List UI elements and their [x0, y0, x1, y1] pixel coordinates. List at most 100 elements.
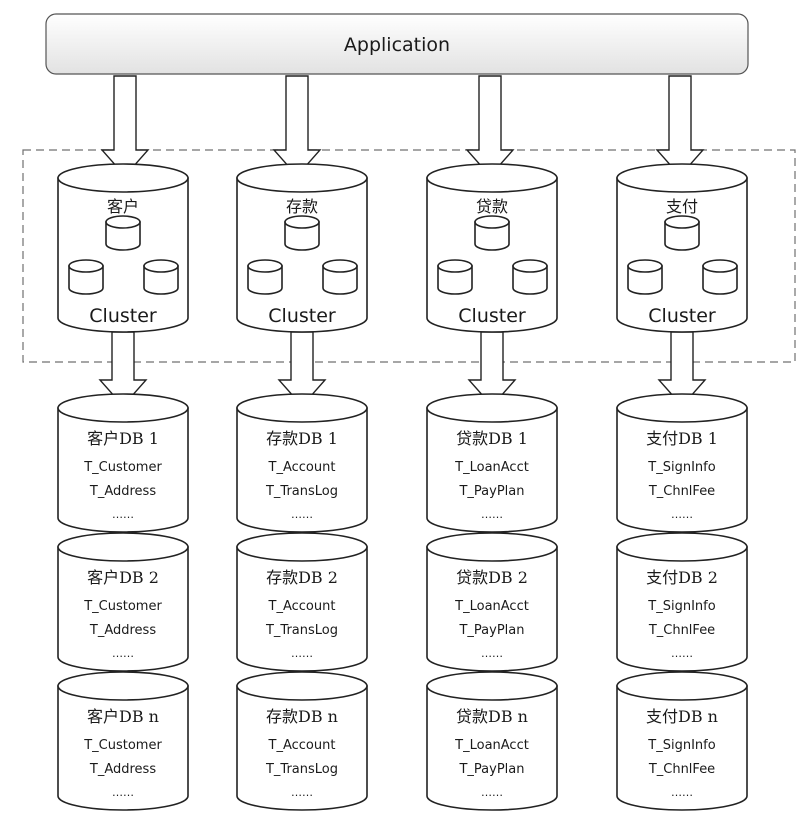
cluster-name: 贷款 — [476, 197, 508, 216]
table-name: T_SignInfo — [647, 599, 715, 614]
down-arrow-icon — [467, 331, 517, 408]
db-cylinder-body — [236, 407, 368, 533]
node-icon-body — [627, 265, 663, 295]
node-icon-body — [247, 265, 283, 295]
table-name: T_ChnlFee — [648, 762, 715, 777]
node-icon-top — [247, 259, 283, 273]
db-cylinder: 存款DB 1T_AccountT_TransLog…… — [236, 393, 368, 533]
table-name: T_LoanAcct — [454, 738, 529, 753]
node-icon — [437, 259, 473, 295]
node-icon-top — [664, 215, 700, 229]
cluster-label: Cluster — [268, 305, 336, 327]
db-cylinder-top — [616, 671, 748, 701]
table-name: T_SignInfo — [647, 738, 715, 753]
node-icon-top — [68, 259, 104, 273]
node-icon-top — [322, 259, 358, 273]
table-name: T_Account — [268, 460, 336, 475]
node-icon — [474, 215, 510, 251]
table-name: T_ChnlFee — [648, 484, 715, 499]
arrows-layer — [98, 75, 707, 408]
db-title: 客户DB n — [87, 707, 159, 726]
node-icon-top — [143, 259, 179, 273]
table-name: T_Address — [89, 762, 156, 777]
db-cylinder-top — [57, 532, 189, 562]
node-icon-top — [474, 215, 510, 229]
node-icon-top — [512, 259, 548, 273]
node-icon-body — [322, 265, 358, 295]
down-arrow-icon — [657, 331, 707, 408]
down-arrow-icon — [98, 331, 148, 408]
cluster-label: Cluster — [458, 305, 526, 327]
ellipsis-more: …… — [291, 647, 313, 660]
table-name: T_PayPlan — [458, 762, 524, 777]
cluster-4-top — [616, 163, 748, 193]
node-icon — [105, 215, 141, 251]
db-cylinder-top — [426, 671, 558, 701]
table-name: T_Account — [268, 599, 336, 614]
db-title: 存款DB 2 — [266, 568, 338, 587]
ellipsis-more: …… — [481, 786, 503, 799]
cluster-name: 存款 — [286, 197, 318, 216]
db-cylinder-body — [426, 546, 558, 672]
db-title: 贷款DB 1 — [456, 429, 528, 448]
node-icon-top — [627, 259, 663, 273]
ellipsis-more: …… — [671, 647, 693, 660]
node-icon-body — [437, 265, 473, 295]
application-label: Application — [344, 34, 450, 56]
table-name: T_Address — [89, 623, 156, 638]
table-name: T_TransLog — [265, 762, 338, 777]
table-name: T_ChnlFee — [648, 623, 715, 638]
db-cylinder-body — [57, 685, 189, 811]
node-icon-body — [664, 221, 700, 251]
ellipsis-more: …… — [291, 508, 313, 521]
db-title: 存款DB 1 — [266, 429, 338, 448]
node-icon — [284, 215, 320, 251]
db-cylinder-body — [616, 546, 748, 672]
db-cylinder-body — [57, 546, 189, 672]
db-cylinder-top — [616, 393, 748, 423]
table-name: T_Customer — [83, 599, 162, 614]
cluster-2: 存款 Cluster — [236, 163, 368, 333]
db-cylinder-top — [426, 532, 558, 562]
db-cylinder: 支付DB 2T_SignInfoT_ChnlFee…… — [616, 532, 748, 672]
ellipsis-more: …… — [291, 786, 313, 799]
down-arrow-icon — [465, 75, 515, 178]
db-title: 支付DB 1 — [646, 429, 718, 448]
db-title: 客户DB 2 — [87, 568, 159, 587]
table-name: T_PayPlan — [458, 484, 524, 499]
cluster-2-top — [236, 163, 368, 193]
db-cylinder-top — [236, 532, 368, 562]
table-name: T_LoanAcct — [454, 460, 529, 475]
db-cylinder-top — [426, 393, 558, 423]
cluster-label: Cluster — [648, 305, 716, 327]
db-cylinder-top — [236, 393, 368, 423]
table-name: T_PayPlan — [458, 623, 524, 638]
ellipsis-more: …… — [671, 786, 693, 799]
db-cylinder-body — [426, 407, 558, 533]
node-icon-body — [105, 221, 141, 251]
node-icon — [512, 259, 548, 295]
db-cylinder: 贷款DB nT_LoanAcctT_PayPlan…… — [426, 671, 558, 811]
node-icon-body — [474, 221, 510, 251]
db-title: 存款DB n — [266, 707, 338, 726]
db-cylinder-body — [236, 685, 368, 811]
db-title: 贷款DB 2 — [456, 568, 528, 587]
node-icon-body — [512, 265, 548, 295]
table-name: T_TransLog — [265, 623, 338, 638]
node-icon — [627, 259, 663, 295]
ellipsis-more: …… — [481, 647, 503, 660]
node-icon-body — [143, 265, 179, 295]
down-arrow-icon — [655, 75, 705, 178]
node-icon-body — [284, 221, 320, 251]
down-arrow-icon — [100, 75, 150, 178]
node-icon-top — [702, 259, 738, 273]
db-cylinder: 客户DB 2T_CustomerT_Address…… — [57, 532, 189, 672]
db-cylinder: 支付DB nT_SignInfoT_ChnlFee…… — [616, 671, 748, 811]
table-name: T_LoanAcct — [454, 599, 529, 614]
db-title: 客户DB 1 — [87, 429, 159, 448]
